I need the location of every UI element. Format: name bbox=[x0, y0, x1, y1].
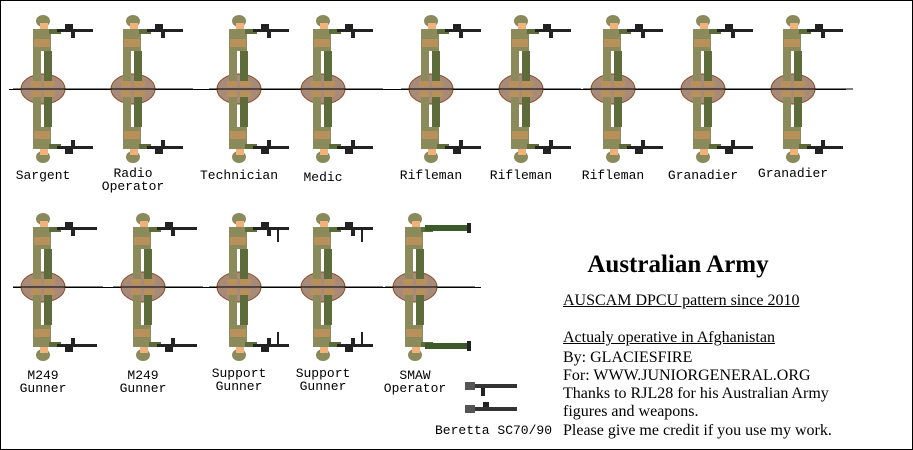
figure-row1-3-label: Medic bbox=[303, 170, 343, 185]
info-line-5: Please give me credit if you use my work… bbox=[563, 422, 832, 439]
figure-row1-2 bbox=[209, 9, 299, 169]
figure-row2-0 bbox=[13, 207, 103, 367]
figure-row1-4 bbox=[401, 9, 491, 169]
soldier-sprite bbox=[13, 15, 103, 163]
figure-row2-1 bbox=[113, 207, 203, 367]
figure-row1-5-label: Rifleman bbox=[489, 168, 553, 183]
figure-row2-0-label: M249 Gunner bbox=[19, 368, 67, 396]
figure-row1-2-label: Technician bbox=[199, 168, 278, 183]
figure-row1-4-label: Rifleman bbox=[399, 168, 463, 183]
soldier-sprite bbox=[13, 213, 103, 361]
figure-row2-1-label: M249 Gunner bbox=[119, 368, 167, 396]
info-line-3: Thanks to RJL28 for his Australian Army bbox=[563, 385, 829, 402]
soldier-sprite bbox=[209, 213, 299, 361]
soldier-sprite bbox=[385, 213, 475, 361]
soldier-sprite bbox=[491, 15, 581, 163]
soldier-sprite bbox=[401, 15, 491, 163]
figure-row2-3 bbox=[293, 207, 383, 367]
soldier-sprite bbox=[209, 15, 299, 163]
soldier-sprite bbox=[113, 213, 203, 361]
subtitle: AUSCAM DPCU pattern since 2010 bbox=[563, 292, 800, 309]
figure-row1-6 bbox=[583, 9, 673, 169]
soldier-sprite bbox=[103, 15, 193, 163]
figure-row2-4-label: SMAW Operator bbox=[383, 368, 447, 396]
figure-row1-3 bbox=[293, 9, 383, 169]
figure-row2-2-label: Support Gunner bbox=[211, 366, 267, 394]
weapon-label: Beretta SC70/90 bbox=[434, 423, 553, 438]
figure-row1-0-label: Sargent bbox=[15, 168, 71, 183]
figure-row2-4 bbox=[385, 207, 475, 367]
figure-row1-1 bbox=[103, 9, 193, 169]
figure-row1-6-label: Rifleman bbox=[581, 168, 645, 183]
info-line-2: For: WWW.JUNIORGENERAL.ORG bbox=[563, 367, 811, 384]
figure-row1-7 bbox=[673, 9, 763, 169]
figure-row1-0 bbox=[13, 9, 103, 169]
info-line-1: By: GLACIESFIRE bbox=[563, 349, 693, 366]
weapon-sprite bbox=[461, 376, 521, 421]
figure-row2-3-label: Support Gunner bbox=[295, 366, 351, 394]
figure-row1-8 bbox=[763, 9, 853, 169]
sheet-title: Australian Army bbox=[587, 251, 769, 278]
soldier-sprite bbox=[293, 15, 383, 163]
figure-row1-1-label: Radio Operator bbox=[101, 166, 165, 194]
info-line-4: figures and weapons. bbox=[563, 403, 699, 420]
soldier-sprite bbox=[583, 15, 673, 163]
soldier-sprite bbox=[763, 15, 853, 163]
figure-row1-7-label: Granadier bbox=[667, 168, 739, 183]
soldier-sprite bbox=[293, 213, 383, 361]
figure-row1-8-label: Granadier bbox=[757, 166, 829, 181]
figure-row1-5 bbox=[491, 9, 581, 169]
info-line-0: Actualy operative in Afghanistan bbox=[563, 329, 775, 346]
soldier-sprite bbox=[673, 15, 763, 163]
figure-row2-2 bbox=[209, 207, 299, 367]
